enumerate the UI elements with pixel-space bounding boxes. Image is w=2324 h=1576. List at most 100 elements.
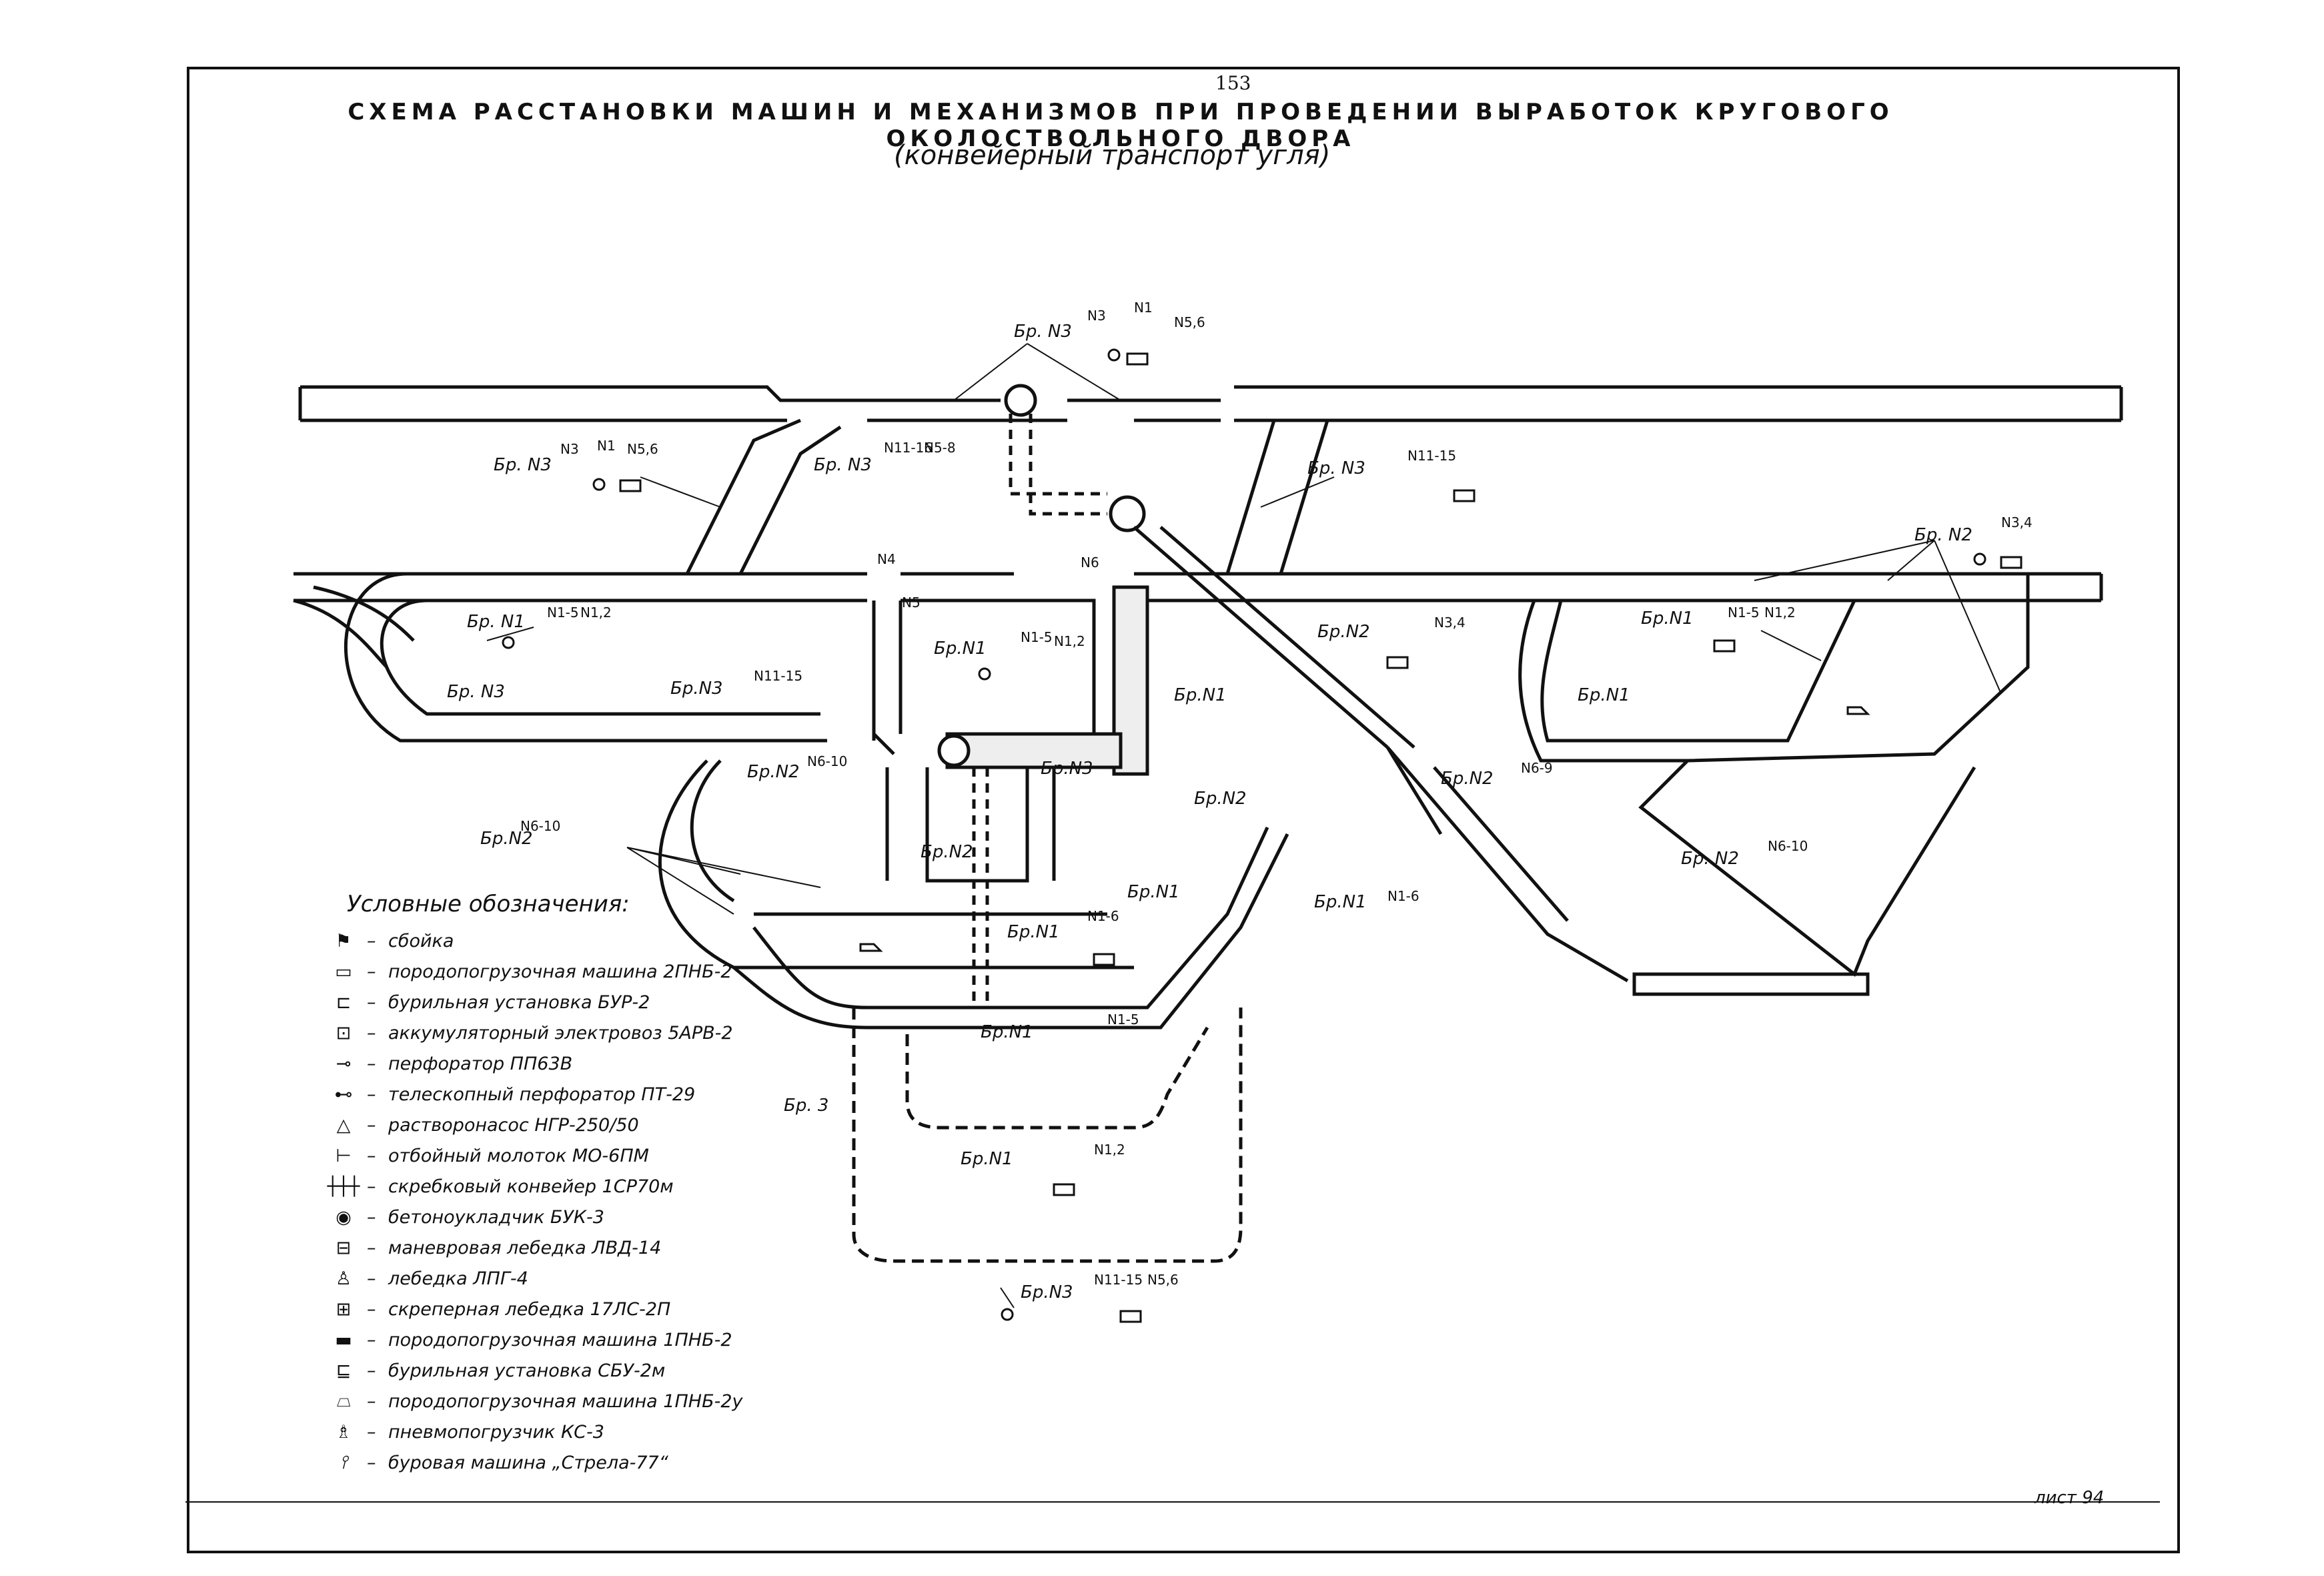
brigade-label-mid-right-c: Бр.N2 (1441, 769, 1494, 789)
perforator-icon: ⊸ (336, 1053, 352, 1074)
legend-text: бурильная установка БУР-2 (388, 992, 650, 1013)
brigade-label-center-a: Бр.N3 (670, 679, 723, 699)
lower-ring (732, 826, 1289, 1030)
shaft-circle-lower (937, 734, 971, 767)
leader-bottom (1000, 1287, 1015, 1308)
legend-dash: – (367, 961, 376, 982)
concrete-placer-icon: ◉ (336, 1206, 352, 1228)
legend-text: скреперная лебедка 17ЛС-2П (388, 1298, 671, 1320)
legend-text: растворонасос НГР-250/50 (388, 1114, 639, 1136)
annotation-center-n12: N1,2 (1054, 633, 1085, 649)
bottom-border (185, 1501, 2160, 1503)
concrete-placer-icon (1107, 348, 1121, 362)
brigade-label-center-b: Бр.N1 (934, 639, 987, 659)
legend-item: ⫯–буровая машина „Стрела-77“ (320, 1447, 787, 1478)
loader-icon: ▭ (335, 961, 352, 982)
legend-dash: – (367, 1391, 376, 1412)
legend: Условные обозначения: ⚑–сбойка▭–породопо… (320, 891, 787, 1478)
annotation-center-n1116: N11-16 (884, 440, 933, 456)
legend-item: ▬–породопогрузочная машина 1ПНБ-2 (320, 1324, 787, 1355)
right-box (1540, 599, 1856, 743)
brigade-label-right-box-b: Бр.N1 (1578, 685, 1630, 705)
brigade-label-right-box-a: Бр.N1 (1641, 609, 1694, 629)
telescopic-perforator-icon: ⊷ (334, 1084, 353, 1105)
brigade-label-loop-a: Бр.N1 (981, 1022, 1033, 1042)
annotation-top-right-n1115: N11-15 (1407, 448, 1456, 464)
annotation-n4: N4 (877, 551, 896, 567)
legend-dash: – (367, 1022, 376, 1044)
horizontal-hatched-block (945, 732, 1123, 769)
brigade-label-bottom-right: Бр. N2 (1681, 849, 1739, 869)
breakthrough-icon (1846, 706, 1870, 715)
leader-top (953, 343, 1121, 401)
locomotive-icon (1053, 1183, 1075, 1196)
legend-dash: – (367, 992, 376, 1013)
legend-item: △–растворонасос НГР-250/50 (320, 1110, 787, 1140)
breakthrough-icon (859, 943, 883, 952)
legend-dash: – (367, 1206, 376, 1228)
legend-item: ⊞–скреперная лебедка 17ЛС-2П (320, 1294, 787, 1324)
concrete-placer-icon (592, 478, 606, 491)
brigade-label-lower-center-b: Бр.N2 (921, 842, 973, 862)
annotation-n69: N6-9 (1521, 760, 1553, 776)
equipment-symbol-group (502, 348, 2022, 1323)
brigade-label-lower-a: Бр.N1 (1127, 882, 1180, 902)
legend-item: ⊏–бурильная установка БУР-2 (320, 987, 787, 1018)
legend-text: буровая машина „Стрела-77“ (388, 1452, 668, 1473)
annotation-left-n15: N1-5 (547, 605, 579, 621)
legend-text: телескопный перфоратор ПТ-29 (388, 1084, 696, 1105)
legend-heading: Условные обозначения: (347, 891, 630, 917)
locomotive-icon (1126, 352, 1149, 366)
legend-item: ⊟–маневровая лебедка ЛВД-14 (320, 1232, 787, 1263)
legend-list: ⚑–сбойка▭–породопогрузочная машина 2ПНБ-… (320, 925, 787, 1478)
legend-item: ♙–лебедка ЛПГ-4 (320, 1263, 787, 1294)
legend-item: ┼┼┼–скребковый конвейер 1СР70м (320, 1171, 787, 1202)
right-bottom-bar (1632, 972, 1870, 996)
legend-text: породопогрузочная машина 1ПНБ-2 (388, 1329, 732, 1350)
shaft-circle-upper (1109, 495, 1146, 532)
legend-text: отбойный молоток МО-6ПМ (388, 1145, 649, 1166)
annotation-n1115-mid: N11-15 (754, 668, 802, 684)
legend-item: ⏢–породопогрузочная машина 1ПНБ-2у (320, 1386, 787, 1417)
locomotive-icon (1119, 1310, 1142, 1323)
jackhammer-icon: ⊢ (336, 1145, 352, 1166)
legend-item: ⊑–бурильная установка СБУ-2м (320, 1355, 787, 1386)
legend-text: пневмопогрузчик КС-3 (388, 1421, 604, 1443)
center-rect (885, 599, 1096, 883)
brigade-label-loop-b: Бр.N1 (961, 1149, 1013, 1169)
legend-text: породопогрузочная машина 1ПНБ-2у (388, 1391, 743, 1412)
dashed-lower-loop (852, 1008, 1243, 1263)
breakthrough-icon: ⚑ (336, 930, 351, 951)
brigade-label-right-mid-a: Бр.N2 (1317, 622, 1370, 642)
brigade-label-lower-c: Бр.N1 (1007, 922, 1060, 942)
legend-dash: – (367, 1114, 376, 1136)
annotation-left-n12: N1,2 (580, 605, 612, 621)
annotation-top-n1: N1 (1134, 300, 1153, 316)
annotation-top-left-n3: N3 (560, 441, 579, 457)
leader-far-right (1754, 540, 2002, 695)
brigade-label-bottom: Бр.N3 (1021, 1282, 1073, 1302)
right-ring (1518, 574, 2030, 763)
annotation-top-n3: N3 (1087, 308, 1106, 324)
annotation-n610-b: N6-10 (520, 818, 560, 834)
legend-item: ⊷–телескопный перфоратор ПТ-29 (320, 1079, 787, 1110)
legend-dash: – (367, 930, 376, 951)
concrete-placer-icon (502, 636, 515, 649)
annotation-n610-a: N6-10 (807, 753, 847, 769)
brigade-label-top-center: Бр. N3 (814, 455, 872, 475)
brigade-label-lower-center-a: Бр.N3 (1041, 759, 1093, 779)
brigade-label-top: Бр. N3 (1014, 322, 1072, 342)
legend-item: ♗–пневмопогрузчик КС-3 (320, 1417, 787, 1447)
leader-top-left (640, 476, 721, 508)
left-loop-outer (293, 585, 415, 669)
legend-dash: – (367, 1084, 376, 1105)
legend-dash: – (367, 1237, 376, 1258)
locomotive-icon: ⊡ (336, 1022, 352, 1044)
left-ring (344, 572, 827, 743)
annotation-n15-loop: N1-5 (1107, 1012, 1139, 1028)
legend-item: ⊡–аккумуляторный электровоз 5АРВ-2 (320, 1018, 787, 1048)
legend-dash: – (367, 1298, 376, 1320)
legend-dash: – (367, 1329, 376, 1350)
brigade-label-top-right: Бр. N3 (1307, 458, 1365, 478)
